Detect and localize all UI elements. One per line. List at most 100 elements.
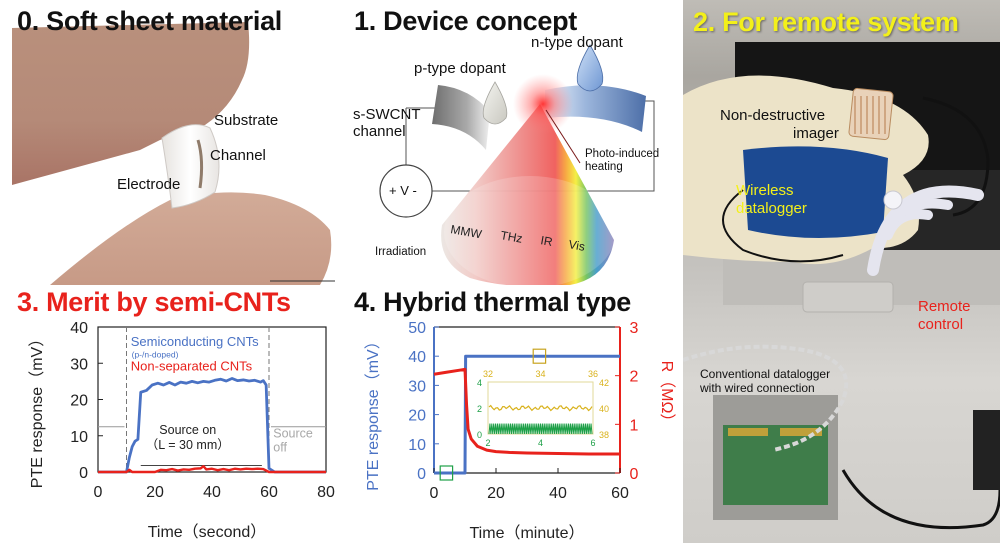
label-p-type-dopant: p-type dopant	[414, 60, 506, 77]
zoom-box-late	[532, 348, 547, 364]
label-conventional-line1: Conventional datalogger	[700, 367, 831, 381]
voltmeter-icon	[379, 164, 433, 218]
finger-photo-illustration	[12, 22, 335, 285]
x-tick-label: 20	[146, 484, 164, 501]
laptop-port-side	[973, 410, 1000, 490]
y-tick-label: 40	[70, 320, 88, 337]
band-vis: Vis	[567, 237, 586, 254]
legend-doped-note: (p-/n-doped)	[132, 349, 179, 359]
band-ir: IR	[539, 233, 554, 249]
series-semiconducting-cnts	[98, 377, 326, 474]
panel-device-concept: MMW THz IR Vis 1. Device concept n-type …	[340, 0, 680, 285]
series-pte-response	[434, 354, 620, 475]
inset-y-tick: 0	[477, 430, 482, 440]
p-doped-strip	[432, 85, 490, 150]
band-thz: THz	[499, 228, 523, 246]
foil-wired-cable	[683, 344, 849, 452]
cable	[922, 96, 990, 217]
chart-title: 3. Merit by semi-CNTs	[17, 287, 291, 317]
y2-axis-label: R（MΩ）	[658, 361, 676, 430]
label-imager-line2: imager	[793, 125, 839, 142]
legend-semiconducting: Semiconducting CNTs	[131, 334, 259, 349]
label-remote-line2: control	[918, 316, 964, 333]
y-axis-label: PTE response（mV）	[28, 331, 46, 488]
x-tick-label: 40	[203, 484, 221, 501]
y-tick-label: 30	[408, 378, 426, 395]
zoom-box-early	[439, 465, 454, 481]
label-conventional-line2: with wired connection	[700, 381, 815, 395]
annotation-source-off: Source	[273, 427, 313, 441]
panel-soft-sheet-material: 0. Soft sheet material Substrate Channel…	[0, 0, 340, 285]
label-electrode: Electrode	[117, 176, 181, 193]
x-tick-label: 60	[611, 485, 629, 502]
inset-top-x-tick: 32	[483, 369, 493, 379]
y-tick-label: 40	[408, 349, 426, 366]
annotation-source-on: Source on	[159, 423, 216, 437]
y-tick-label: 20	[408, 408, 426, 425]
label-substrate: Substrate	[214, 112, 279, 129]
device-concept-diagram: MMW THz IR Vis	[379, 44, 655, 285]
label-heating-line1: Photo-induced	[585, 148, 660, 160]
y-tick-label: 0	[79, 465, 88, 482]
label-channel: Channel	[210, 147, 266, 164]
label-wireless-line1: Wireless	[736, 182, 794, 199]
heating-pointer	[545, 109, 581, 164]
cable-loop	[722, 189, 844, 263]
n-dopant-droplet-icon	[576, 44, 604, 92]
series-non-separated-cnts	[98, 464, 326, 474]
label-imager-line1: Non-destructive	[720, 107, 826, 124]
panel-title: 2. For remote system	[693, 7, 959, 37]
legend-non-separated: Non-separated CNTs	[131, 359, 253, 374]
inset-x-tick: 6	[590, 438, 595, 448]
conventional-datalogger-board	[723, 425, 828, 505]
inset-y2-tick: 42	[599, 378, 609, 388]
panel-title: 0. Soft sheet material	[17, 6, 282, 36]
y-tick-label: 10	[408, 437, 426, 454]
x-axis-label: Time（minute）	[470, 524, 585, 542]
x-tick-label: 20	[487, 485, 505, 502]
p-dopant-droplet-icon	[482, 81, 508, 125]
inset-x-tick: 2	[485, 438, 490, 448]
y-tick-label: 30	[70, 356, 88, 373]
sheet-ring	[161, 124, 220, 209]
y2-tick-label: 3	[630, 320, 639, 337]
inset-y-tick: 4	[477, 378, 482, 388]
inset-y-tick: 2	[477, 404, 482, 414]
y2-tick-label: 1	[630, 417, 639, 434]
inset-series-green	[488, 423, 593, 435]
remote-bulb	[883, 190, 903, 210]
y2-tick-label: 2	[630, 369, 639, 386]
annotation-source-off-2: off	[273, 441, 287, 455]
x-axis-label: Time（second）	[148, 523, 267, 541]
lower-fingertip	[50, 192, 332, 285]
label-remote-line1: Remote	[918, 298, 971, 315]
x-tick-label: 80	[317, 484, 335, 501]
label-irradiation: Irradiation	[375, 246, 427, 258]
y-tick-label: 0	[417, 466, 426, 483]
panel-remote-system: 2. For remote system Non-destructive ima…	[683, 0, 1000, 543]
inset-top-x-tick: 36	[588, 369, 598, 379]
label-channel-line1: s-SWCNT	[353, 106, 421, 123]
band-mmw: MMW	[449, 222, 483, 241]
y-tick-label: 20	[70, 393, 88, 410]
x-tick-label: 40	[549, 485, 567, 502]
upper-fingertip	[12, 22, 250, 185]
x-tick-label: 60	[260, 484, 278, 501]
remote-control-icon	[867, 185, 984, 276]
label-channel-line2: channel	[353, 123, 406, 140]
panel-title: 1. Device concept	[354, 6, 578, 36]
inset-y2-tick: 40	[599, 404, 609, 414]
voltmeter-label: + V -	[389, 183, 417, 198]
inset-x-tick: 4	[538, 438, 543, 448]
label-heating-line2: heating	[585, 161, 623, 173]
inset-y2-tick: 38	[599, 430, 609, 440]
annotation-length: （L = 30 mm）	[146, 438, 230, 452]
trackpad	[802, 281, 894, 313]
y-tick-label: 50	[408, 320, 426, 337]
hotspot-glow	[513, 74, 573, 134]
y-tick-label: 10	[70, 429, 88, 446]
imager-sheet	[848, 87, 894, 141]
